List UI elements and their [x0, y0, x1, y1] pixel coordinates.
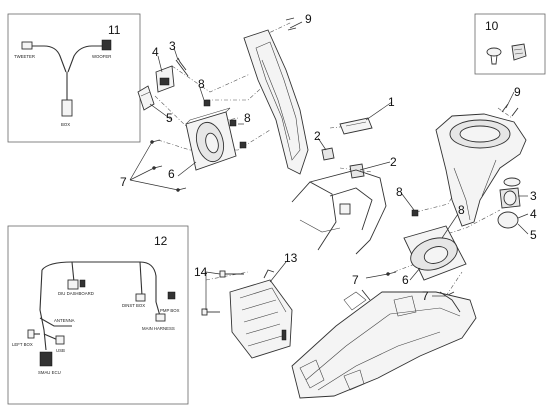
callout-7-center: 7 [352, 273, 359, 287]
callout-1: 1 [388, 95, 395, 109]
inset-10-clips: 10 [474, 13, 546, 75]
callout-14: 14 [194, 265, 208, 279]
center-frame [291, 169, 387, 255]
harness-dashboard-branch [71, 261, 75, 283]
label-usb: USB [56, 348, 65, 353]
pmp-connector [167, 291, 176, 300]
screws-14 [201, 270, 244, 316]
left-inner-panel [243, 17, 309, 175]
callout-3-right: 3 [530, 189, 537, 203]
callout-9-right: 9 [514, 85, 521, 99]
label-tweeter: TWEETER [14, 54, 35, 59]
tweeter-cup-right [497, 211, 519, 229]
callout-5-right: 5 [530, 228, 537, 242]
connector-2-lower [349, 163, 365, 179]
callout-numbers: 4 3 8 8 5 6 7 1 2 2 9 8 8 9 3 4 5 7 6 7 … [120, 12, 537, 303]
ecu-module [229, 269, 293, 359]
tweeter-right [499, 187, 521, 209]
screw-right-b [511, 107, 519, 117]
right-tweeter-group [411, 177, 521, 245]
label-antenna: ANTENNA [54, 318, 75, 323]
callout-7-right: 7 [422, 289, 429, 303]
right-headlight-housing [435, 103, 527, 227]
harness-antenna-branch [39, 317, 72, 327]
usb-connector [55, 335, 65, 345]
callout-4-right: 4 [530, 207, 537, 221]
callout-8-mid: 8 [244, 111, 251, 125]
grommet-left-upper [203, 99, 211, 107]
tweeter-screw [175, 59, 189, 77]
grommet-left-lower [239, 141, 247, 149]
lower-frame [291, 289, 477, 399]
push-clip [486, 47, 502, 65]
tweeter-screw-thread [177, 57, 187, 71]
harness-wire-woofer [67, 45, 104, 73]
callout-4-left: 4 [152, 45, 159, 59]
label-main-harness: MAIN HARNESS [142, 326, 175, 331]
label-box: BOX [61, 122, 70, 127]
label-woofer: WOOFER [92, 54, 111, 59]
woofer-right [386, 225, 467, 298]
label-diu-dashboard: DIU DASHBOARD [58, 291, 94, 296]
callout-9-top: 9 [305, 12, 312, 26]
callout-6-right: 6 [402, 273, 409, 287]
leader-lines [129, 21, 529, 310]
callout-2-lower: 2 [390, 155, 397, 169]
tweeter-ring-right [503, 177, 521, 187]
inset-10-frame [474, 13, 546, 75]
callout-8-right-b: 8 [458, 203, 465, 217]
harness-dinst-branch [139, 261, 143, 297]
left-speaker-group [137, 57, 247, 192]
woofer-left [185, 107, 237, 171]
inset-12-dashboard-harness: 12 DIU DASHBOARD DINST BOX PMP BOX MAIN … [7, 225, 189, 405]
smau-ecu-connector [39, 351, 53, 367]
dashboard-connector [67, 279, 79, 290]
label-smau-ecu: SMAU ECU [38, 370, 61, 375]
grommet-left-mid [229, 119, 237, 127]
callout-2-upper: 2 [314, 129, 321, 143]
harness-left-branch [39, 269, 47, 351]
callout-11: 11 [108, 23, 121, 37]
callout-3-left: 3 [169, 39, 176, 53]
dinst-connector [135, 293, 146, 302]
inset-11-speaker-harness: 11 TWEETER WOOFER BOX [7, 13, 141, 143]
callout-13: 13 [284, 251, 298, 265]
spring-clip [511, 43, 527, 61]
label-pmp-box: PMP BOX [160, 308, 180, 313]
box-connector [61, 99, 73, 117]
callout-7-left: 7 [120, 175, 127, 189]
tweeter-connector [21, 41, 33, 50]
dashboard-connector-b [79, 279, 86, 288]
left-box-connector [27, 329, 35, 339]
center-module [321, 117, 373, 179]
callout-12: 12 [154, 234, 168, 248]
inset-11-frame [7, 13, 141, 143]
callout-6-left: 6 [168, 167, 175, 181]
grommet-right-a [411, 209, 419, 217]
harness-wire-tweeter [30, 45, 67, 73]
callout-10: 10 [485, 19, 499, 33]
module-1 [339, 117, 373, 135]
connector-2-upper [321, 147, 335, 161]
tweeter-bracket [155, 65, 175, 93]
callout-8-upper: 8 [198, 77, 205, 91]
screw-top-a [285, 17, 295, 21]
callout-8-right-a: 8 [396, 185, 403, 199]
label-left-box: LEFT BOX [12, 342, 33, 347]
main-harness-connector [155, 313, 166, 322]
woofer-connector [101, 39, 112, 51]
callout-5-left: 5 [166, 111, 173, 125]
screw-top-b [287, 27, 297, 31]
label-dinst-box: DINST BOX [122, 303, 145, 308]
